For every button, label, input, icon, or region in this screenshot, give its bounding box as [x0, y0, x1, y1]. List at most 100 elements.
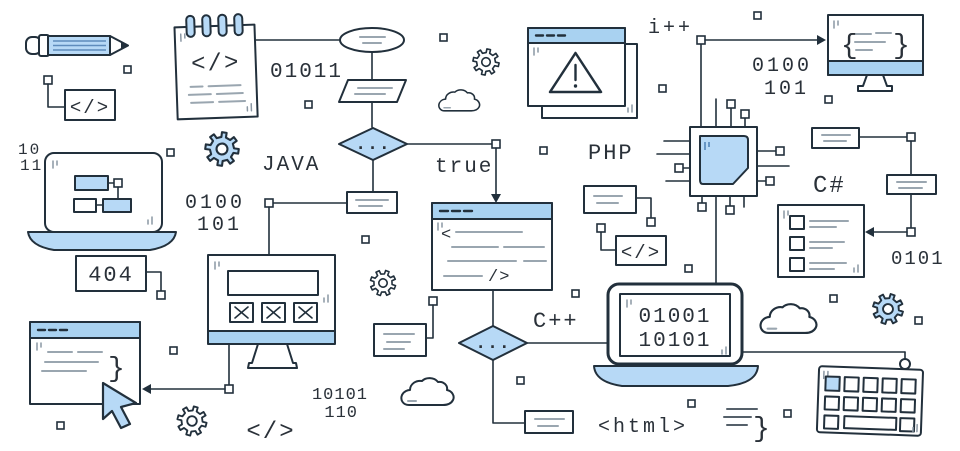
label-html-tag: <html> [598, 416, 688, 439]
binary-10101-laptop: 10101 [638, 330, 711, 353]
scatter-square [783, 409, 792, 418]
binary-0100: 0100 [185, 192, 245, 215]
code-close-bracket: /> [488, 268, 510, 287]
scatter-square [914, 316, 923, 325]
brace-close: } [893, 31, 910, 62]
label-java: JAVA [262, 154, 320, 177]
alert-window [527, 27, 638, 119]
scatter-square [753, 11, 762, 20]
note-box-connector [425, 296, 438, 339]
csharp-flow [811, 127, 937, 237]
connector-process-monitor [264, 198, 348, 256]
label-true: true [435, 156, 493, 179]
note-rect [583, 185, 637, 214]
form-monitor-icon [207, 254, 336, 369]
gear-icon [203, 130, 241, 168]
scatter-square [439, 33, 448, 42]
code-tag-box: </> [64, 89, 116, 121]
scatter-square [56, 421, 65, 430]
scatter-square [658, 84, 667, 93]
code-tag-box-connector [43, 75, 66, 108]
connector-diamond-box [492, 359, 526, 424]
cloud-icon [759, 303, 818, 335]
gear-icon [471, 47, 502, 78]
scatter-square [684, 264, 693, 273]
browser-window: } [29, 321, 141, 405]
scatter-squares [56, 11, 923, 430]
arrow-left-icon [865, 227, 874, 237]
binary-10101: 10101 [312, 386, 368, 405]
flowchart-terminator [339, 27, 405, 53]
scatter-square [304, 100, 313, 109]
scatter-square [824, 95, 833, 104]
connector-true-branch [406, 139, 501, 203]
cloud-icon [400, 377, 455, 406]
arrow-left-icon [142, 384, 151, 394]
checkbox-x-icon [229, 302, 254, 323]
code-tag-label: </> [70, 97, 110, 119]
checkbox-x-icon [261, 302, 286, 323]
spacebar-key [843, 415, 898, 431]
gear-icon [367, 267, 399, 299]
note-rect-connector [635, 197, 656, 227]
flowchart-decision-diamond-2: ... [458, 325, 528, 361]
monitor-stand [247, 343, 298, 369]
laptop-base [593, 365, 759, 387]
code-open-bracket: < [441, 226, 452, 245]
gear-icon [869, 290, 907, 328]
binary-0100-right: 0100 [752, 55, 812, 78]
notepad-code-tag: </> [191, 50, 241, 79]
connector-monitor-window [142, 343, 234, 394]
small-process-box [524, 410, 574, 434]
code-tag-box-2: </> [615, 235, 667, 266]
code-snippet-brace: } [723, 408, 770, 445]
binary-101-right: 101 [764, 78, 809, 101]
cpu-chip-icon [656, 43, 790, 285]
scatter-square [361, 235, 370, 244]
warning-triangle-icon [548, 51, 603, 94]
keyboard-icon [815, 365, 924, 437]
checklist-panel [777, 204, 865, 278]
laptop-base [27, 231, 177, 251]
scatter-square [571, 289, 580, 298]
binary-101: 101 [197, 214, 242, 237]
checkbox-x-icon [293, 302, 318, 323]
binary-11: 11 [20, 157, 43, 175]
brace-close: } [108, 354, 125, 385]
note-box [373, 323, 427, 357]
connector-increment-monitor [696, 35, 826, 45]
monitor-icon: { } [827, 14, 924, 92]
diamond-dots: ... [355, 135, 390, 155]
label-increment: i++ [648, 17, 693, 40]
arrow-right-icon [817, 35, 826, 45]
scatter-square [516, 376, 525, 385]
connector-laptop-keyboard [741, 351, 911, 370]
laptop-icon [27, 152, 177, 251]
label-csharp: C# [813, 173, 846, 200]
flowchart-process-box [346, 191, 398, 214]
cloud-icon [438, 89, 481, 112]
binary-10: 10 [18, 141, 41, 159]
notepad-icon: </> [173, 13, 259, 121]
arrow-down-icon [491, 194, 501, 203]
brace-close: } [753, 414, 770, 445]
code-tag-box-2-connector [596, 223, 617, 251]
code-tag-label: </> [621, 242, 661, 264]
scatter-square [169, 346, 178, 355]
scatter-square [829, 294, 838, 303]
flowchart-decision-diamond: ... [338, 127, 408, 161]
label-404: 404 [88, 263, 134, 288]
brace-open: { [841, 31, 858, 62]
scatter-square [123, 65, 132, 74]
gear-icon [174, 403, 210, 439]
error-404-box: 404 [75, 255, 166, 300]
monitor-stand [857, 74, 893, 92]
binary-01011: 01011 [270, 61, 343, 84]
code-window: < /> [431, 202, 553, 291]
cursor-arrow-icon [101, 381, 138, 430]
label-cpp: C++ [533, 309, 579, 334]
pencil-icon [25, 34, 129, 57]
binary-01001: 01001 [638, 306, 711, 329]
label-php: PHP [588, 141, 634, 166]
binary-laptop-icon: 01001 10101 [593, 282, 759, 387]
